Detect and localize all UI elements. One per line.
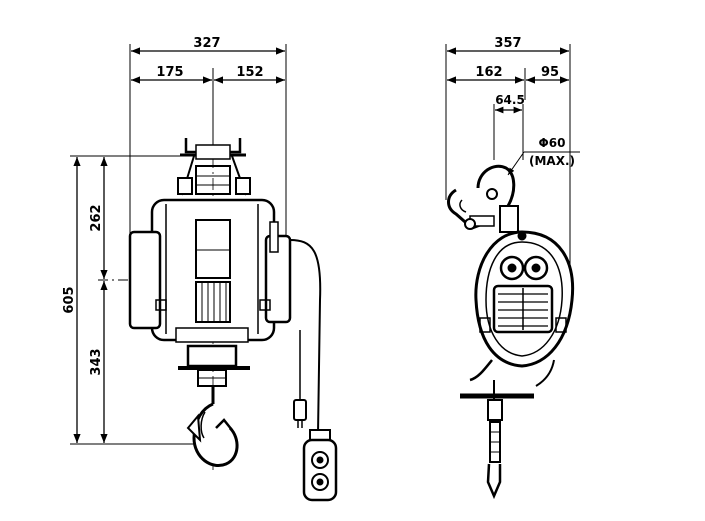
dim-height-lower: 343 (89, 348, 104, 375)
side-view-hoist (447, 164, 575, 500)
shackle-max-note: (MAX.) (529, 154, 575, 168)
dim-width-right: 152 (236, 65, 263, 80)
side-dim-width-right: 95 (541, 65, 559, 80)
dim-height-upper: 262 (89, 204, 104, 231)
dim-width-left: 175 (156, 65, 183, 80)
side-dim-width-left: 162 (475, 65, 502, 80)
side-dim-width-total: 357 (494, 36, 521, 51)
dim-width-total: 327 (193, 36, 220, 51)
dim-height-total: 605 (62, 286, 77, 313)
side-view-dimensions: 357 162 95 64.5 Φ60 (MAX.) (445, 36, 580, 300)
shackle-diameter-label: Φ60 (539, 136, 566, 150)
front-view-hoist (128, 90, 338, 502)
side-dim-hook-offset: 64.5 (495, 93, 525, 107)
